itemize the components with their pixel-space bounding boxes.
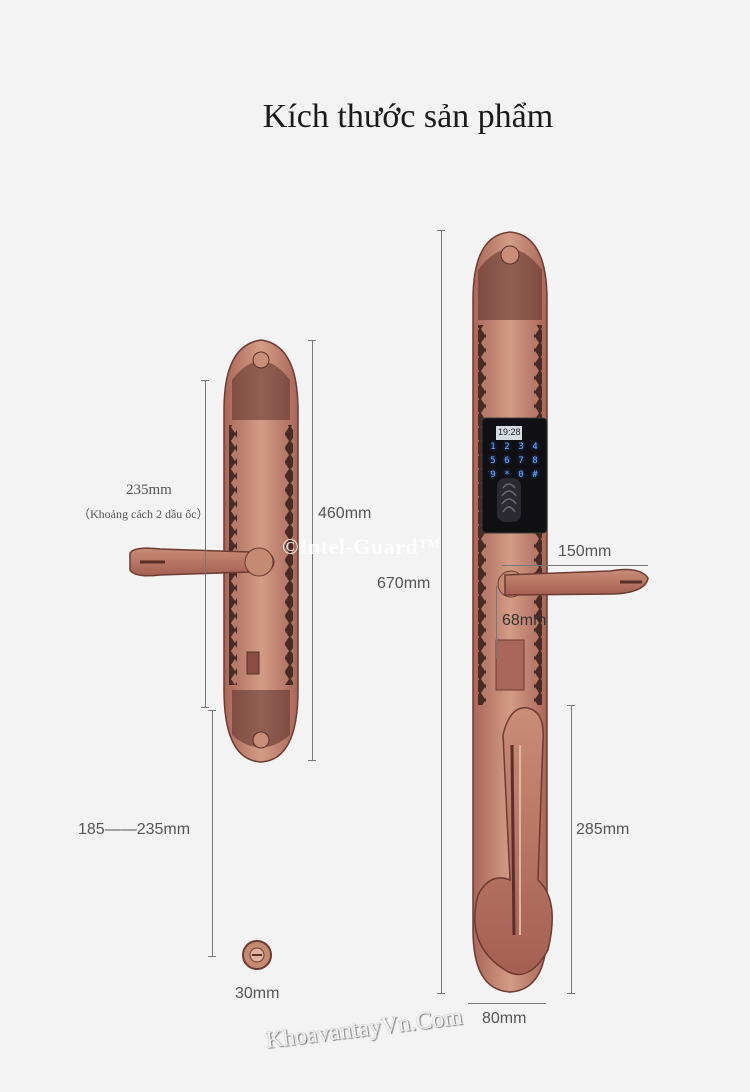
- keypad-key[interactable]: 5: [490, 456, 496, 466]
- back-lever-handle: [129, 547, 275, 577]
- handle-offset-line: [496, 586, 497, 658]
- keypad-key[interactable]: 0: [518, 470, 524, 480]
- keypad-time: 19:28: [498, 427, 521, 437]
- page-title: Kích thước sản phẩm: [262, 98, 554, 135]
- handle-length-line: [502, 565, 648, 566]
- cylinder-diameter-label: 30mm: [235, 985, 280, 1002]
- handle-offset-label: 68mm: [502, 612, 547, 629]
- keypad-key[interactable]: #: [532, 470, 538, 480]
- front-lever-handle: [497, 568, 649, 598]
- back-plate-height-line: [312, 340, 313, 760]
- brand-watermark: ©Intel-Guard™: [282, 534, 441, 559]
- keypad-key[interactable]: 3: [518, 442, 524, 452]
- keypad-key[interactable]: 7: [518, 456, 524, 466]
- keypad-key[interactable]: 1: [490, 442, 496, 452]
- pull-handle: [474, 707, 553, 976]
- front-width-line: [468, 1003, 546, 1004]
- back-plate-height-label: 460mm: [318, 505, 372, 522]
- total-height-line: [441, 230, 442, 993]
- cylinder: [242, 940, 272, 970]
- keypad-key[interactable]: 8: [532, 456, 538, 466]
- screw-spacing-note: （Khoảng cách 2 dầu ốc）: [78, 507, 209, 521]
- keypad-panel: [481, 417, 548, 534]
- door-thickness-line: [212, 710, 213, 956]
- door-thickness-label: 185——235mm: [78, 821, 191, 838]
- keypad-key[interactable]: 9: [490, 470, 496, 480]
- front-width-label: 80mm: [482, 1010, 527, 1027]
- pull-handle-height-label: 285mm: [576, 821, 630, 838]
- handle-length-label: 150mm: [558, 543, 612, 560]
- screw-spacing-line: [205, 380, 206, 707]
- keypad-key[interactable]: *: [504, 470, 510, 480]
- pull-handle-height-line: [571, 705, 572, 993]
- keypad-key[interactable]: 4: [532, 442, 538, 452]
- keypad-key[interactable]: 6: [504, 456, 510, 466]
- screw-spacing-label: 235mm: [126, 482, 172, 498]
- keypad-key[interactable]: 2: [504, 442, 510, 452]
- total-height-label: 670mm: [377, 575, 431, 592]
